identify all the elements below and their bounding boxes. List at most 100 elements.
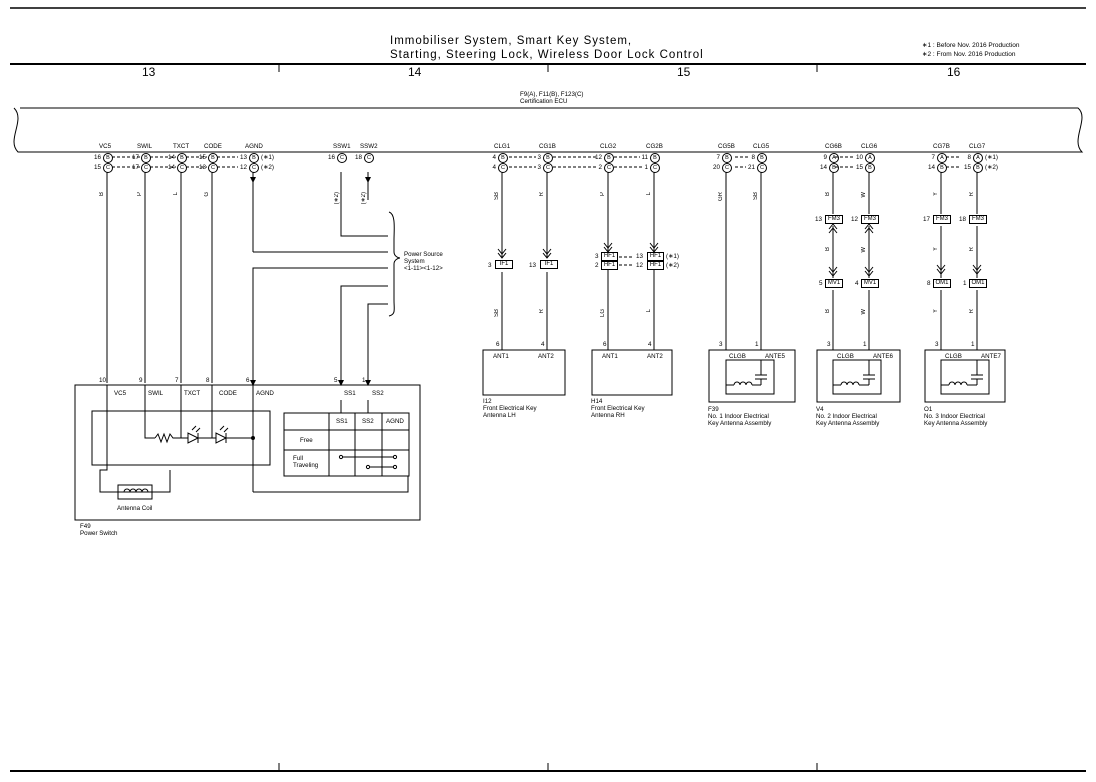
component-caption: I12 Front Electrical Key Antenna LH (483, 398, 537, 419)
junction-pin: 3 (595, 253, 599, 260)
wire-color: R (969, 309, 975, 314)
wire-color: R (539, 309, 545, 314)
connector-circle: B (141, 153, 151, 163)
component-name: Power Switch (80, 530, 118, 537)
connector-circle: C (543, 163, 553, 173)
component-code: F49 (80, 523, 91, 530)
junction-hf1: HF1 (601, 252, 618, 261)
ecu-terminal-name: SSW2 (360, 143, 378, 150)
ecu-terminal-name: VC5 (99, 143, 112, 150)
junction-pin: 18 (959, 216, 967, 223)
connector-circle: B (208, 153, 218, 163)
wire-color: (∗2) (361, 192, 367, 205)
ecu-terminal-name: CLG2 (600, 143, 617, 150)
wire-color: Y (933, 309, 939, 314)
connector-circle: C (208, 163, 218, 173)
ecu-pin-number: 14 (819, 164, 827, 171)
ecu-pin-number: 13 (239, 154, 247, 161)
junction-pin: 12 (636, 262, 644, 269)
ecu-pin-number: 11 (641, 154, 648, 161)
terminal-label: CLGB (945, 353, 962, 360)
terminal-label: AGND (256, 390, 274, 397)
component-pin: 1 (971, 341, 975, 348)
connector-circle: B (604, 153, 614, 163)
junction-om1: OM1 (933, 279, 951, 288)
ecu-terminal-name: CLG6 (861, 143, 878, 150)
terminal-label: ANTE5 (765, 353, 785, 360)
component-code: O1 (924, 406, 933, 413)
component-name-line-1: No. 3 Indoor Electrical (924, 413, 985, 420)
power-switch-pin: 8 (206, 377, 210, 384)
component-name-line-2: Antenna RH (591, 412, 625, 419)
ecu-terminal-name: AGND (245, 143, 263, 150)
title-line-2: Starting, Steering Lock, Wireless Door L… (390, 49, 704, 61)
note-2: ∗2 : From Nov. 2016 Production (922, 50, 1016, 58)
connector-circle: C (337, 153, 347, 163)
wire-color: (∗2) (334, 192, 340, 205)
junction-fm3: FM3 (933, 215, 951, 224)
ecu-pin-number: 4 (492, 154, 496, 161)
terminal-label: ANT2 (538, 353, 554, 360)
ecu-pin-number: 12 (594, 154, 602, 161)
connector-circle: C (722, 163, 732, 173)
component-caption: H14 Front Electrical Key Antenna RH (591, 398, 645, 419)
component-name-line-1: Front Electrical Key (483, 405, 537, 412)
note-1: ∗1 : Before Nov. 2016 Production (922, 42, 1020, 49)
wire-color: R (969, 247, 975, 252)
component-caption: V4 No. 2 Indoor Electrical Key Antenna A… (816, 406, 879, 427)
terminal-label: CLGB (729, 353, 746, 360)
junction-if1: IF1 (495, 260, 513, 269)
component-caption: F39 No. 1 Indoor Electrical Key Antenna … (708, 406, 771, 427)
junction-pin: 4 (855, 280, 859, 287)
ecu-terminal-name: CLG1 (494, 143, 511, 150)
ecu-pin-number: 15 (963, 164, 971, 171)
ecu-terminal-name: CG5B (718, 143, 735, 150)
component-name-line-1: No. 1 Indoor Electrical (708, 413, 769, 420)
junction-fm3: FM3 (969, 215, 987, 224)
connector-circle: B (177, 153, 187, 163)
ecu-pin-number: 15 (93, 164, 101, 171)
junction-pin: 1 (963, 280, 967, 287)
title-line-1: Immobiliser System, Smart Key System, (390, 35, 633, 47)
ecu-terminal-name: CLG5 (753, 143, 770, 150)
wire-color: G (204, 192, 210, 197)
terminal-label: TXCT (184, 390, 201, 397)
junction-hf1: HF1 (647, 252, 664, 261)
component-code: I12 (483, 398, 492, 405)
power-source-line-1: Power Source (404, 251, 443, 258)
ecu-pin-number: 9 (823, 154, 827, 161)
wire-color: P (600, 192, 606, 197)
connector-circle: B (249, 153, 259, 163)
power-switch-pin: 6 (246, 377, 250, 384)
component-name-line-2: Key Antenna Assembly (708, 420, 772, 427)
connector-circle: B (937, 163, 947, 173)
ecu-pin-number: 14 (927, 164, 935, 171)
junction-pin: 12 (851, 216, 859, 223)
ecu-pin-number: 8 (967, 154, 971, 161)
connector-circle: C (103, 163, 113, 173)
component-pin: 6 (496, 341, 500, 348)
ecu-pin-number: 12 (239, 164, 247, 171)
component-code: V4 (816, 406, 824, 413)
junction-pin: 13 (636, 253, 644, 260)
variant-label: (∗1) (985, 154, 998, 161)
wire-color: SB (753, 192, 759, 201)
wire-color: B (825, 309, 831, 314)
variant-label: (∗2) (666, 262, 679, 269)
junction-mv1: MV1 (825, 279, 843, 288)
connector-circle: C (141, 163, 151, 173)
column-number: 13 (142, 65, 156, 79)
power-switch-caption: F49 Power Switch (80, 523, 117, 537)
component-name-line-2: Key Antenna Assembly (816, 420, 880, 427)
terminal-label: ANT1 (493, 353, 509, 360)
ecu-terminal-name: TXCT (173, 143, 190, 150)
ecu-pin-number: 15 (198, 154, 206, 161)
ecu-terminal-name: CG7B (933, 143, 950, 150)
wire-color: B (825, 192, 831, 197)
ecu-terminal-name: SSW1 (333, 143, 351, 150)
connector-circle: B (722, 153, 732, 163)
ecu-pin-number: 13 (198, 164, 206, 171)
connector-circle: B (757, 153, 767, 163)
component-pin: 3 (719, 341, 723, 348)
